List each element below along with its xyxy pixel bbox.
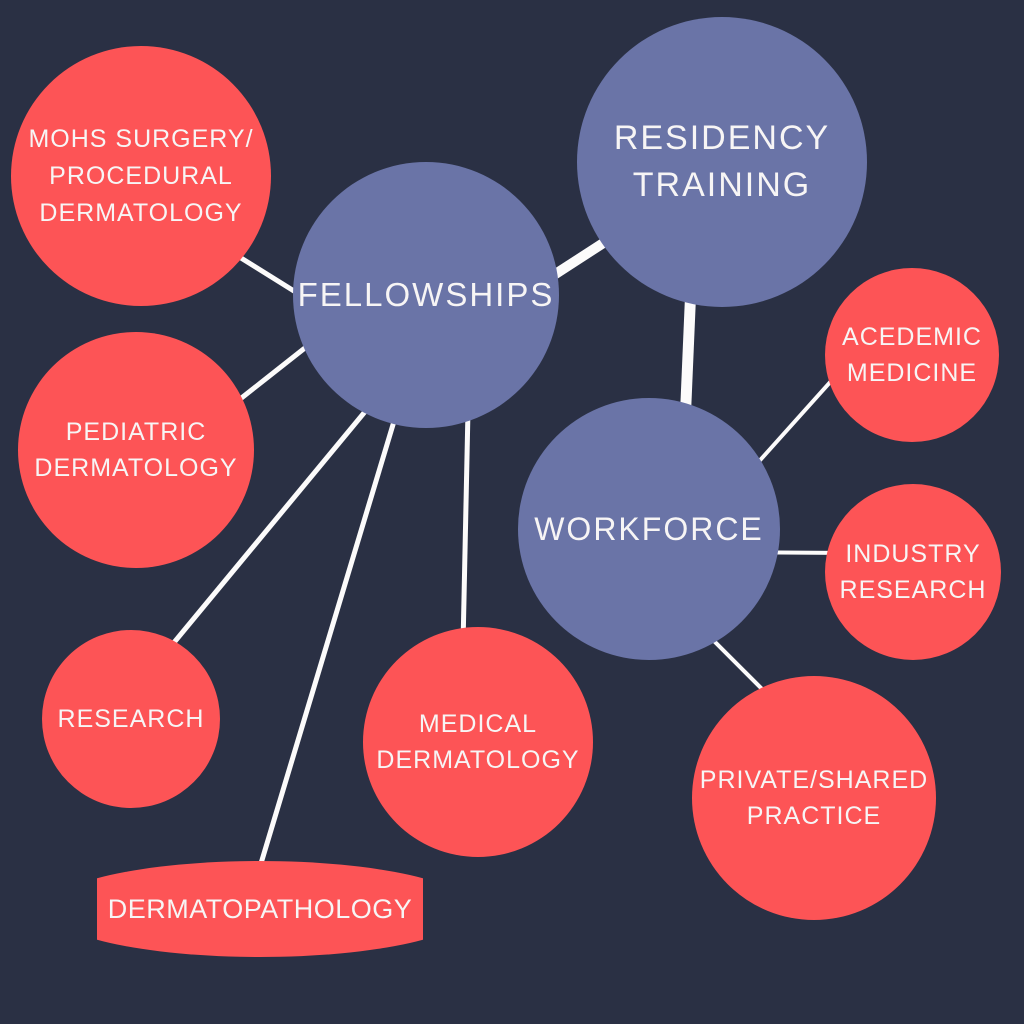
- node-label-line: MEDICINE: [846, 359, 978, 387]
- node-label-line: MOHS SURGERY/: [28, 124, 254, 153]
- connector-residency-workforce: [679, 284, 697, 426]
- node-label-line: FELLOWSHIPS: [297, 276, 555, 313]
- node-label-line: PROCEDURAL: [49, 161, 233, 190]
- node-label-line: PEDIATRIC: [65, 418, 207, 446]
- node-label-line: MEDICAL: [418, 710, 538, 738]
- connector-fellowships-research: [160, 400, 375, 659]
- connector-fellowships-dermatopathology: [253, 407, 401, 881]
- node-label-line: DERMATOPATHOLOGY: [107, 894, 413, 924]
- node-private-shared-practice: PRIVATE/SHARED PRACTICE: [692, 676, 936, 920]
- node-label-line: INDUSTRY: [845, 540, 981, 568]
- node-label-line: ACEDEMIC: [842, 323, 982, 351]
- node-medical-dermatology: MEDICAL DERMATOLOGY: [363, 627, 593, 857]
- node-acedemic-medicine: ACEDEMIC MEDICINE: [825, 268, 999, 442]
- node-label-line: RESIDENCY: [613, 119, 831, 157]
- node-industry-research: INDUSTRY RESEARCH: [825, 484, 1001, 660]
- node-label-line: PRIVATE/SHARED: [699, 766, 929, 794]
- node-label-line: PRACTICE: [746, 802, 882, 830]
- node-label-line: WORKFORCE: [534, 510, 764, 547]
- node-research: RESEARCH: [42, 630, 220, 808]
- node-mohs-surgery-procedural-dermatology: MOHS SURGERY/ PROCEDURAL DERMATOLOGY: [11, 46, 271, 306]
- node-label-line: RESEARCH: [839, 576, 987, 604]
- node-label-line: TRAINING: [632, 166, 812, 204]
- node-label-line: RESEARCH: [57, 705, 205, 733]
- node-dermatopathology: DERMATOPATHOLOGY: [97, 861, 423, 957]
- node-pediatric-dermatology: PEDIATRIC DERMATOLOGY: [18, 332, 254, 568]
- node-label-line: DERMATOLOGY: [376, 746, 580, 774]
- node-residency-training: RESIDENCY TRAINING: [577, 17, 867, 307]
- node-label-line: DERMATOLOGY: [39, 198, 243, 227]
- node-label-line: DERMATOLOGY: [34, 454, 238, 482]
- node-workforce: WORKFORCE: [518, 398, 780, 660]
- node-fellowships: FELLOWSHIPS: [293, 162, 559, 428]
